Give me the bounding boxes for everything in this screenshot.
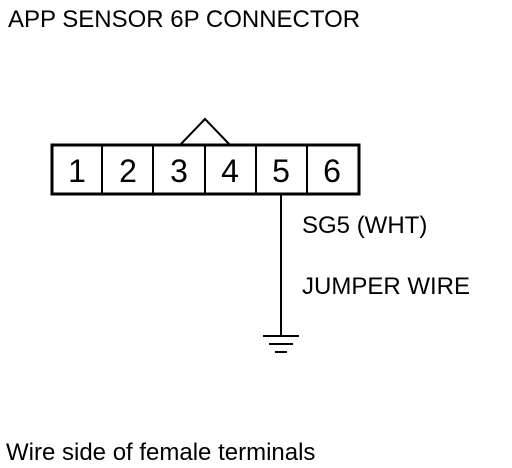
diagram-title: APP SENSOR 6P CONNECTOR: [8, 6, 360, 33]
ground-symbol-icon: [263, 335, 299, 353]
wire-label: SG5 (WHT): [302, 212, 427, 239]
connector-lock-tab-icon: [179, 117, 231, 146]
pin-3-label: 3: [170, 153, 188, 189]
pin-4-label: 4: [221, 153, 239, 189]
pin-5-label: 5: [272, 153, 290, 189]
footer-caption: Wire side of female terminals: [6, 439, 315, 466]
pin-1-label: 1: [68, 153, 86, 189]
jumper-wire-label: JUMPER WIRE: [302, 273, 470, 300]
pin-2-label: 2: [119, 153, 137, 189]
pin-6-label: 6: [323, 153, 341, 189]
